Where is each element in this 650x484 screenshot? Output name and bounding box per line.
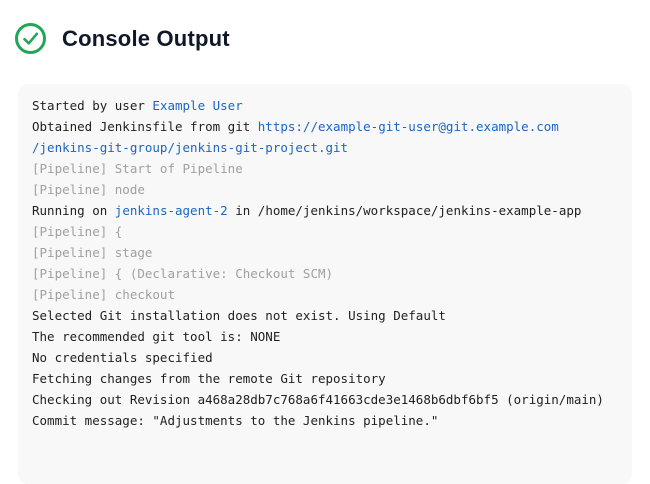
console-text: Selected Git installation does not exist… <box>32 308 446 323</box>
console-text: Running on <box>32 203 115 218</box>
console-line: Obtained Jenkinsfile from git https://ex… <box>32 116 618 137</box>
console-line: Running on jenkins-agent-2 in /home/jenk… <box>32 200 618 221</box>
console-line: Commit message: "Adjustments to the Jenk… <box>32 410 618 431</box>
console-line: [Pipeline] { <box>32 221 618 242</box>
check-circle-icon <box>15 23 46 54</box>
console-line: Fetching changes from the remote Git rep… <box>32 368 618 389</box>
console-line: [Pipeline] stage <box>32 242 618 263</box>
console-line: /jenkins-git-group/jenkins-git-project.g… <box>32 137 618 158</box>
console-text: Fetching changes from the remote Git rep… <box>32 371 386 386</box>
console-pipeline-text: [Pipeline] { <box>32 224 123 239</box>
console-line: The recommended git tool is: NONE <box>32 326 618 347</box>
console-pipeline-text: [Pipeline] node <box>32 182 145 197</box>
console-text: No credentials specified <box>32 350 213 365</box>
console-line: [Pipeline] checkout <box>32 284 618 305</box>
page-title: Console Output <box>62 25 230 51</box>
console-text: Started by user <box>32 98 153 113</box>
console-line: No credentials specified <box>32 347 618 368</box>
console-pipeline-text: [Pipeline] stage <box>32 245 153 260</box>
console-text: in /home/jenkins/workspace/jenkins-examp… <box>227 203 582 218</box>
console-line: Started by user Example User <box>32 95 618 116</box>
console-line: Selected Git installation does not exist… <box>32 305 618 326</box>
console-line: [Pipeline] { (Declarative: Checkout SCM) <box>32 263 618 284</box>
console-link[interactable]: /jenkins-git-group/jenkins-git-project.g… <box>32 140 349 155</box>
console-line: [Pipeline] Start of Pipeline <box>32 158 618 179</box>
console-text: Commit message: "Adjustments to the Jenk… <box>32 413 439 428</box>
console-text: The recommended git tool is: NONE <box>32 329 281 344</box>
console-pipeline-text: [Pipeline] Start of Pipeline <box>32 161 243 176</box>
console-link[interactable]: https://example-git-user@git.example.com <box>257 119 559 134</box>
console-link[interactable]: jenkins-agent-2 <box>114 203 228 218</box>
console-line: Checking out Revision a468a28db7c768a6f4… <box>32 389 618 410</box>
console-pipeline-text: [Pipeline] { (Declarative: Checkout SCM) <box>32 266 334 281</box>
page-header: Console Output <box>0 0 650 62</box>
console-text: Checking out Revision a468a28db7c768a6f4… <box>32 392 604 407</box>
console-link[interactable]: Example User <box>152 98 243 113</box>
console-line: [Pipeline] node <box>32 179 618 200</box>
console-pipeline-text: [Pipeline] checkout <box>32 287 175 302</box>
console-text: Obtained Jenkinsfile from git <box>32 119 258 134</box>
